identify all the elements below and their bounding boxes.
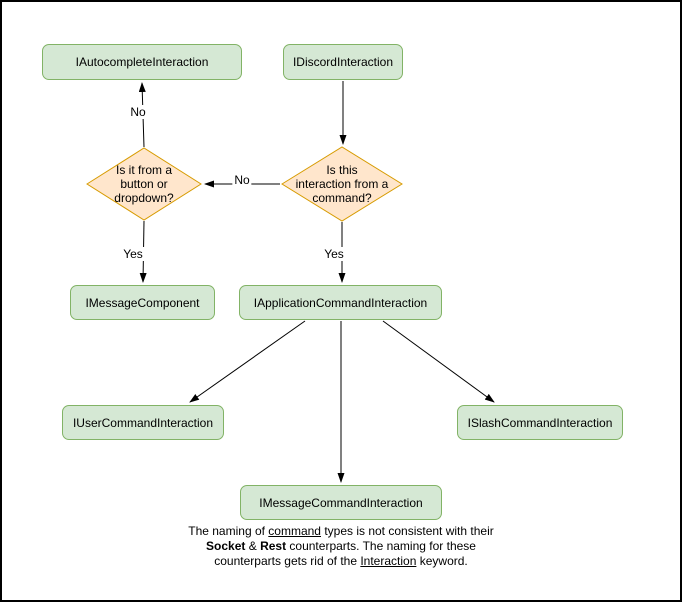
note-text: keyword. (416, 554, 468, 568)
note-line-3: counterparts gets rid of the Interaction… (2, 554, 680, 569)
decision-button-dropdown-label: Is it from a button or dropdown? (114, 163, 174, 205)
edge-label-no-vertical: No (128, 105, 148, 119)
note-text: counterparts gets rid of the (214, 554, 361, 568)
node-discord-interaction: IDiscordInteraction (283, 44, 403, 80)
diagram-note: The naming of command types is not consi… (2, 524, 680, 569)
note-text: & (245, 539, 261, 553)
node-application-command-interaction: IApplicationCommandInteraction (239, 285, 442, 320)
edge-application-command-to-user-command (189, 320, 306, 403)
node-user-command-interaction: IUserCommandInteraction (62, 405, 224, 440)
note-line-1: The naming of command types is not consi… (2, 524, 680, 539)
node-autocomplete-interaction: IAutocompleteInteraction (42, 44, 242, 80)
node-message-command-interaction: IMessageCommandInteraction (240, 485, 442, 520)
note-bold-rest: Rest (260, 539, 287, 553)
note-line-2: Socket & Rest counterparts. The naming f… (2, 539, 680, 554)
note-text: The naming of (188, 524, 269, 538)
decision-from-command-shape (281, 146, 403, 222)
note-underlined-command: command (268, 524, 321, 538)
edge-label-yes-middle: Yes (322, 247, 346, 261)
decision-button-dropdown-shape (86, 147, 202, 221)
note-bold-socket: Socket (206, 539, 246, 553)
node-message-component: IMessageComponent (70, 285, 215, 320)
note-text: types is not consistent with their (320, 524, 494, 538)
node-slash-command-interaction: ISlashCommandInteraction (457, 405, 623, 440)
edge-label-yes-left: Yes (121, 247, 145, 261)
note-underlined-interaction: Interaction (360, 554, 417, 568)
note-text: counterparts. The naming for these (286, 539, 476, 553)
edge-application-command-to-slash-command (382, 320, 495, 403)
edge-label-no-horizontal: No (232, 173, 252, 187)
decision-from-command-label: Is this interaction from a command? (295, 163, 389, 205)
